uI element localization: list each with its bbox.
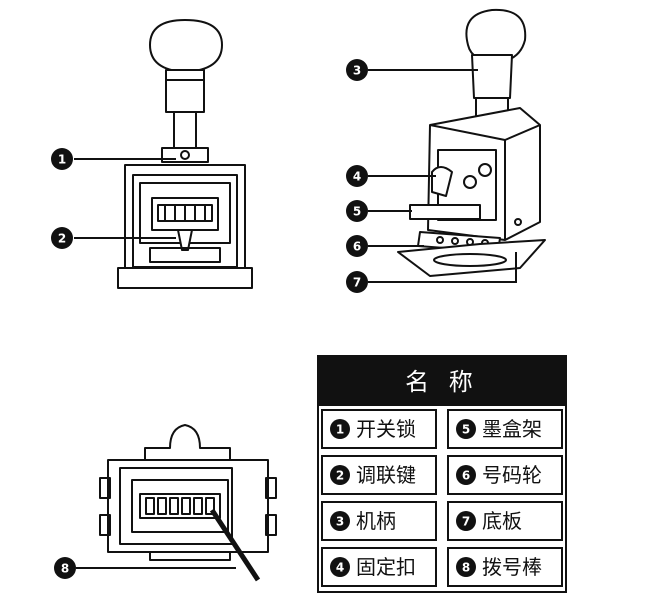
callout-marker-1: 1 — [51, 148, 73, 170]
legend-item-7: 7 底板 — [456, 509, 522, 533]
legend-item-8: 8 拨号棒 — [456, 555, 542, 579]
callout-marker-2: 2 — [51, 227, 73, 249]
legend-item-1: 1 开关锁 — [330, 417, 416, 441]
callout-marker-6: 6 — [346, 235, 368, 257]
svg-text:6: 6 — [462, 469, 470, 483]
svg-text:墨盒架: 墨盒架 — [482, 417, 542, 441]
svg-text:机柄: 机柄 — [356, 509, 396, 533]
svg-text:2: 2 — [336, 469, 344, 483]
svg-text:号码轮: 号码轮 — [482, 463, 542, 487]
svg-text:5: 5 — [353, 205, 361, 219]
svg-text:3: 3 — [336, 515, 344, 529]
svg-text:6: 6 — [353, 240, 361, 254]
svg-text:7: 7 — [462, 515, 470, 529]
legend-item-4: 4 固定扣 — [330, 555, 416, 579]
callout-marker-4: 4 — [346, 165, 368, 187]
svg-text:固定扣: 固定扣 — [356, 555, 416, 579]
svg-text:1: 1 — [336, 423, 344, 437]
svg-text:调联键: 调联键 — [356, 463, 416, 487]
legend-table: 名 称 1 开关锁 5 墨盒架 2 调联键 — [317, 355, 567, 593]
svg-text:8: 8 — [462, 561, 470, 575]
svg-text:7: 7 — [353, 276, 361, 290]
legend-title: 名 称 — [405, 368, 479, 396]
front-view-illustration — [117, 19, 253, 289]
svg-text:3: 3 — [353, 64, 361, 78]
svg-text:8: 8 — [61, 562, 69, 576]
callout-marker-5: 5 — [346, 200, 368, 222]
legend-item-2: 2 调联键 — [330, 463, 416, 487]
svg-text:底板: 底板 — [482, 509, 522, 533]
svg-text:5: 5 — [462, 423, 470, 437]
legend-item-5: 5 墨盒架 — [456, 417, 542, 441]
svg-text:4: 4 — [336, 561, 344, 575]
callout-lines — [74, 69, 517, 569]
svg-text:1: 1 — [58, 153, 66, 167]
side-view-illustration — [397, 8, 546, 277]
svg-text:拨号棒: 拨号棒 — [482, 555, 542, 579]
callout-marker-8: 8 — [54, 557, 76, 579]
svg-text:2: 2 — [58, 232, 66, 246]
legend-header — [318, 356, 566, 406]
callout-marker-7: 7 — [346, 271, 368, 293]
legend-item-6: 6 号码轮 — [456, 463, 542, 487]
callout-marker-3: 3 — [346, 59, 368, 81]
bottom-view-illustration — [99, 424, 277, 582]
svg-text:4: 4 — [353, 170, 361, 184]
legend-item-3: 3 机柄 — [330, 509, 396, 533]
svg-text:开关锁: 开关锁 — [356, 417, 416, 441]
